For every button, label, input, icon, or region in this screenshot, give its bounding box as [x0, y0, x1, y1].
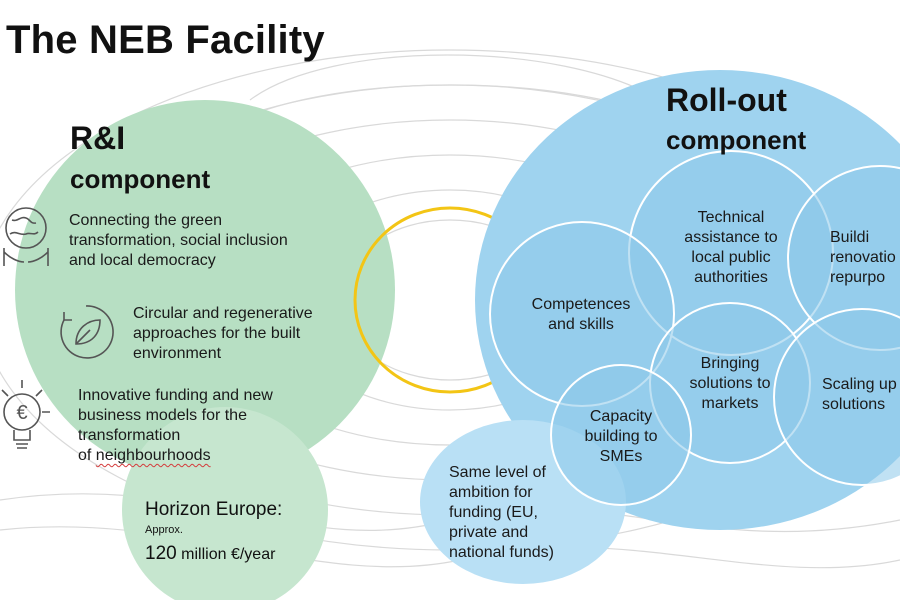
- ri-funding-unit: million €/year: [181, 546, 276, 563]
- ri-item-innovative-funding: Innovative funding and new business mode…: [78, 386, 318, 466]
- ri-item-innovative-funding-underlined: neighbourhoods: [95, 447, 211, 464]
- rollout-inner-bubbles: [489, 150, 900, 506]
- bubble-competences-text: Competences and skills: [531, 296, 631, 333]
- bubble-building-text: Buildi renovatio repurpo: [830, 229, 896, 286]
- leaf-cycle-icon: [60, 305, 114, 359]
- euro-bulb-icon: €: [1, 380, 50, 449]
- page-title: The NEB Facility: [6, 18, 325, 62]
- ri-funding-amount: 120: [145, 543, 177, 564]
- ri-item-green-transformation: Connecting the green transformation, soc…: [69, 212, 288, 269]
- bubble-scaling: [773, 308, 900, 486]
- ri-funding-amount-row: 120 million €/year: [145, 543, 275, 565]
- ri-item-innovative-funding-text: Innovative funding and new business mode…: [78, 387, 273, 464]
- ri-funding-line1: Horizon Europe:: [145, 499, 283, 520]
- ri-funding-bubble: [122, 407, 328, 600]
- rollout-funding-text: Same level of ambition for funding (EU, …: [449, 464, 554, 561]
- bubble-scaling-text: Scaling up solutions: [822, 376, 897, 413]
- bubble-capacity-text: Capacity building to SMEs: [584, 408, 658, 465]
- svg-text:€: €: [16, 402, 27, 424]
- ri-main-bubble: [15, 100, 395, 480]
- rollout-title: Roll-out: [666, 82, 787, 118]
- ri-funding-line2: Approx.: [145, 524, 183, 536]
- ri-subtitle: component: [70, 164, 211, 194]
- globe-hands-icon: [3, 207, 49, 266]
- bubble-technical-text: Technical assistance to local public aut…: [684, 209, 778, 286]
- rollout-subtitle: component: [666, 125, 807, 155]
- ri-title: R&I: [70, 120, 126, 156]
- bubble-capacity: [550, 364, 692, 506]
- bubble-bringing-text: Bringing solutions to markets: [689, 355, 771, 412]
- ri-item-circular: Circular and regenerative approaches for…: [133, 305, 313, 362]
